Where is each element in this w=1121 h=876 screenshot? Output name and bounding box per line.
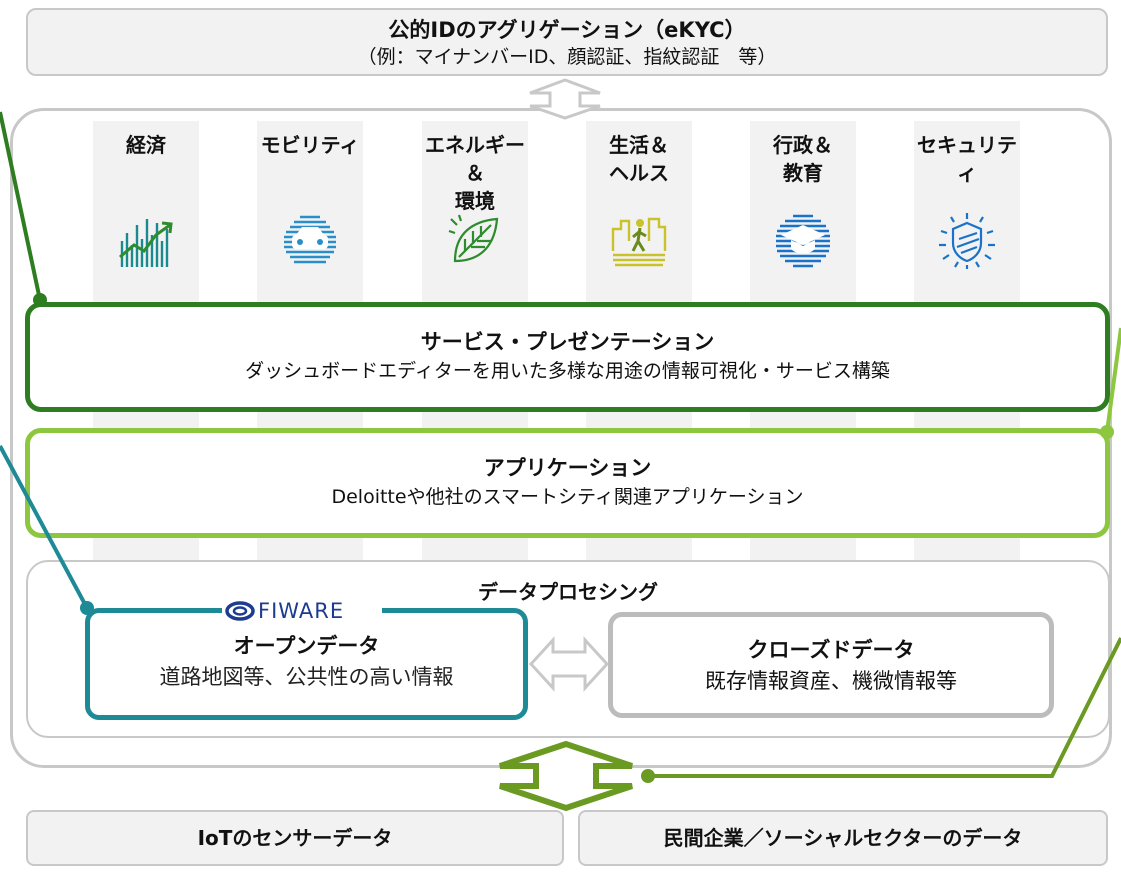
application-connector-line [1105,327,1121,433]
graduation-cap-icon [776,214,830,268]
closed-data-title: クローズドデータ [747,638,915,662]
domain-label: 行政＆ [773,133,833,157]
domain-label: セキュリティ [917,133,1017,185]
open-data-title: オープンデータ [233,634,380,658]
source-connector-dot [641,769,655,783]
fiware-swirl-icon [225,601,255,621]
service-layer-subtitle: ダッシュボードエディターを用いた多様な用途の情報可視化・サービス構築 [245,360,890,382]
shield-icon [939,213,995,269]
domain-label: 経済 [126,133,166,157]
fiware-logo: FIWARE [222,598,382,624]
source-connector-line [648,637,1121,778]
private-social-data-source: 民間企業／ソーシャルセクターのデータ [578,810,1108,866]
ekyc-title: 公的IDのアグリゲーション（eKYC） [388,18,746,42]
service-connector-line [0,111,42,301]
open-data-connector-dot [80,601,94,615]
open-data-box: オープンデータ 道路地図等、公共性の高い情報 [85,608,528,720]
service-connector-dot [33,293,47,307]
service-presentation-layer: サービス・プレゼンテーション ダッシュボードエディターを用いた多様な用途の情報可… [25,302,1110,412]
leaf-icon [448,214,499,263]
open-data-connector-line [0,445,89,609]
ekyc-double-arrow [529,78,601,120]
ekyc-subtitle: （例：マイナンバーID、顔認証、指紋認証 等） [357,46,777,68]
fiware-logo-text: FIWARE [258,599,345,623]
ekyc-bar: 公的IDのアグリゲーション（eKYC） （例：マイナンバーID、顔認証、指紋認証… [26,8,1108,76]
application-layer-title: アプリケーション [483,456,652,480]
closed-data-subtitle: 既存情報資産、機微情報等 [705,669,957,693]
application-layer: アプリケーション Deloitteや他社のスマートシティ関連アプリケーション [25,428,1110,538]
domain-label: モビリティ [260,133,360,157]
application-connector-dot [1100,425,1114,439]
car-icon [284,215,336,264]
data-processing-title: データプロセシング [478,580,658,604]
domain-label-line2: 環境 [455,189,495,213]
service-layer-title: サービス・プレゼンテーション [420,330,715,354]
closed-data-box: クローズドデータ 既存情報資産、機微情報等 [608,612,1054,718]
domain-label-line2: ヘルス [609,161,669,185]
domain-label: エネルギー＆ [425,133,525,185]
domain-label-line2: 教育 [783,161,823,185]
application-layer-subtitle: Deloitteや他社のスマートシティ関連アプリケーション [331,486,804,508]
iot-sensor-data-source: IoTのセンサーデータ [26,810,564,866]
economy-chart-icon [119,219,173,267]
walking-person-icon [611,217,667,267]
source-double-arrow [499,740,633,812]
open-data-subtitle: 道路地図等、公共性の高い情報 [159,665,454,689]
open-closed-double-arrow [528,636,610,692]
domain-label: 生活＆ [609,133,669,157]
